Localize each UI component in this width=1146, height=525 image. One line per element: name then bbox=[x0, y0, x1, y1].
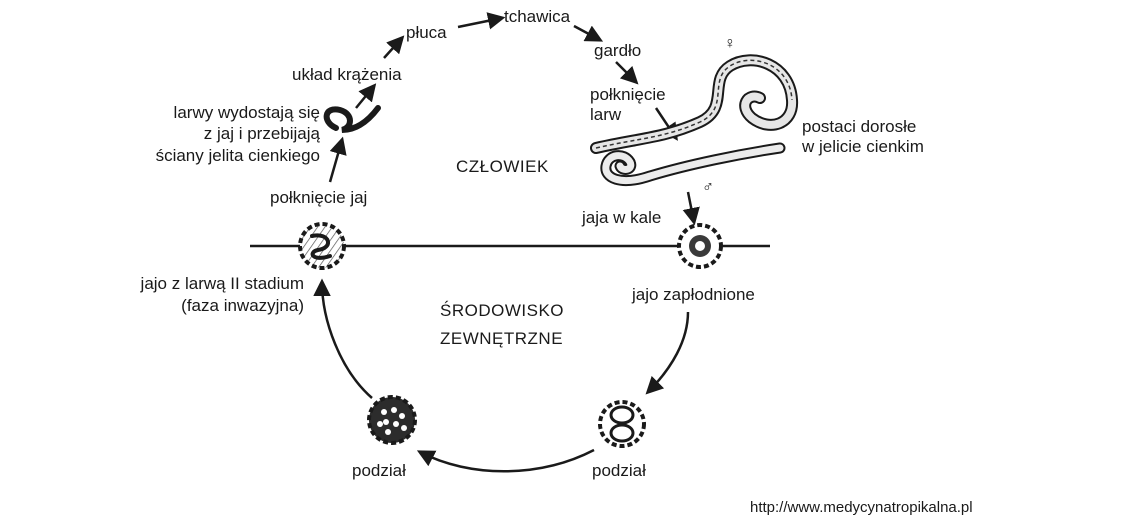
egg-fertilized bbox=[677, 223, 723, 269]
label-throat: gardło bbox=[594, 41, 641, 60]
arrow-trachea-to-throat bbox=[573, 24, 604, 42]
arrow-division-to-division bbox=[416, 448, 595, 473]
label-adults-1: postaci dorosłe bbox=[802, 117, 916, 136]
label-larvae-1: larwy wydostają się bbox=[174, 103, 320, 122]
arrow-larvae-to-circulation bbox=[355, 83, 377, 109]
arrow-swallow-to-larvae bbox=[328, 136, 347, 183]
label-larvae-3: ściany jelita cienkiego bbox=[156, 146, 320, 165]
label-larvae-2: z jaj i przebijają bbox=[204, 124, 321, 143]
male-symbol-icon: ♂ bbox=[702, 179, 714, 196]
label-trachea: tchawica bbox=[504, 7, 571, 26]
label-lungs: płuca bbox=[406, 23, 447, 42]
label-infective-egg-2: (faza inwazyjna) bbox=[181, 296, 304, 315]
label-swallow-larvae-1: połknięcie bbox=[590, 85, 666, 104]
label-infective-egg-1: jajo z larwą II stadium bbox=[140, 274, 304, 293]
section-environment-2: ZEWNĘTRZNE bbox=[440, 329, 563, 348]
source-credit-link[interactable]: http://www.medycynatropikalna.pl bbox=[750, 499, 973, 516]
section-human: CZŁOWIEK bbox=[456, 157, 549, 176]
larva-icon bbox=[323, 105, 381, 133]
label-division-left: podział bbox=[352, 461, 406, 480]
arrow-division-to-infective bbox=[313, 278, 373, 399]
arrow-throat-to-swallow bbox=[615, 61, 639, 85]
arrow-lungs-to-trachea bbox=[457, 12, 506, 30]
label-division-right: podział bbox=[592, 461, 646, 480]
label-circulation: układ krążenia bbox=[292, 65, 402, 84]
adult-worms-illustration bbox=[590, 54, 799, 186]
egg-infective bbox=[298, 222, 346, 270]
label-swallow-larvae-2: larw bbox=[590, 105, 622, 124]
label-fertilized-egg: jajo zapłodnione bbox=[631, 285, 755, 304]
arrow-adults-to-feces bbox=[682, 191, 700, 226]
arrow-circulation-to-lungs bbox=[383, 35, 405, 59]
label-adults-2: w jelicie cienkim bbox=[801, 137, 924, 156]
arrow-fertilized-to-division bbox=[645, 311, 690, 395]
female-symbol-icon: ♀ bbox=[724, 35, 736, 52]
label-swallow-eggs: połknięcie jaj bbox=[270, 188, 367, 207]
egg-division-two bbox=[598, 400, 646, 448]
section-environment-1: ŚRODOWISKO bbox=[440, 301, 564, 320]
egg-division-multi bbox=[367, 395, 417, 445]
label-eggs-in-feces: jaja w kale bbox=[581, 208, 661, 227]
